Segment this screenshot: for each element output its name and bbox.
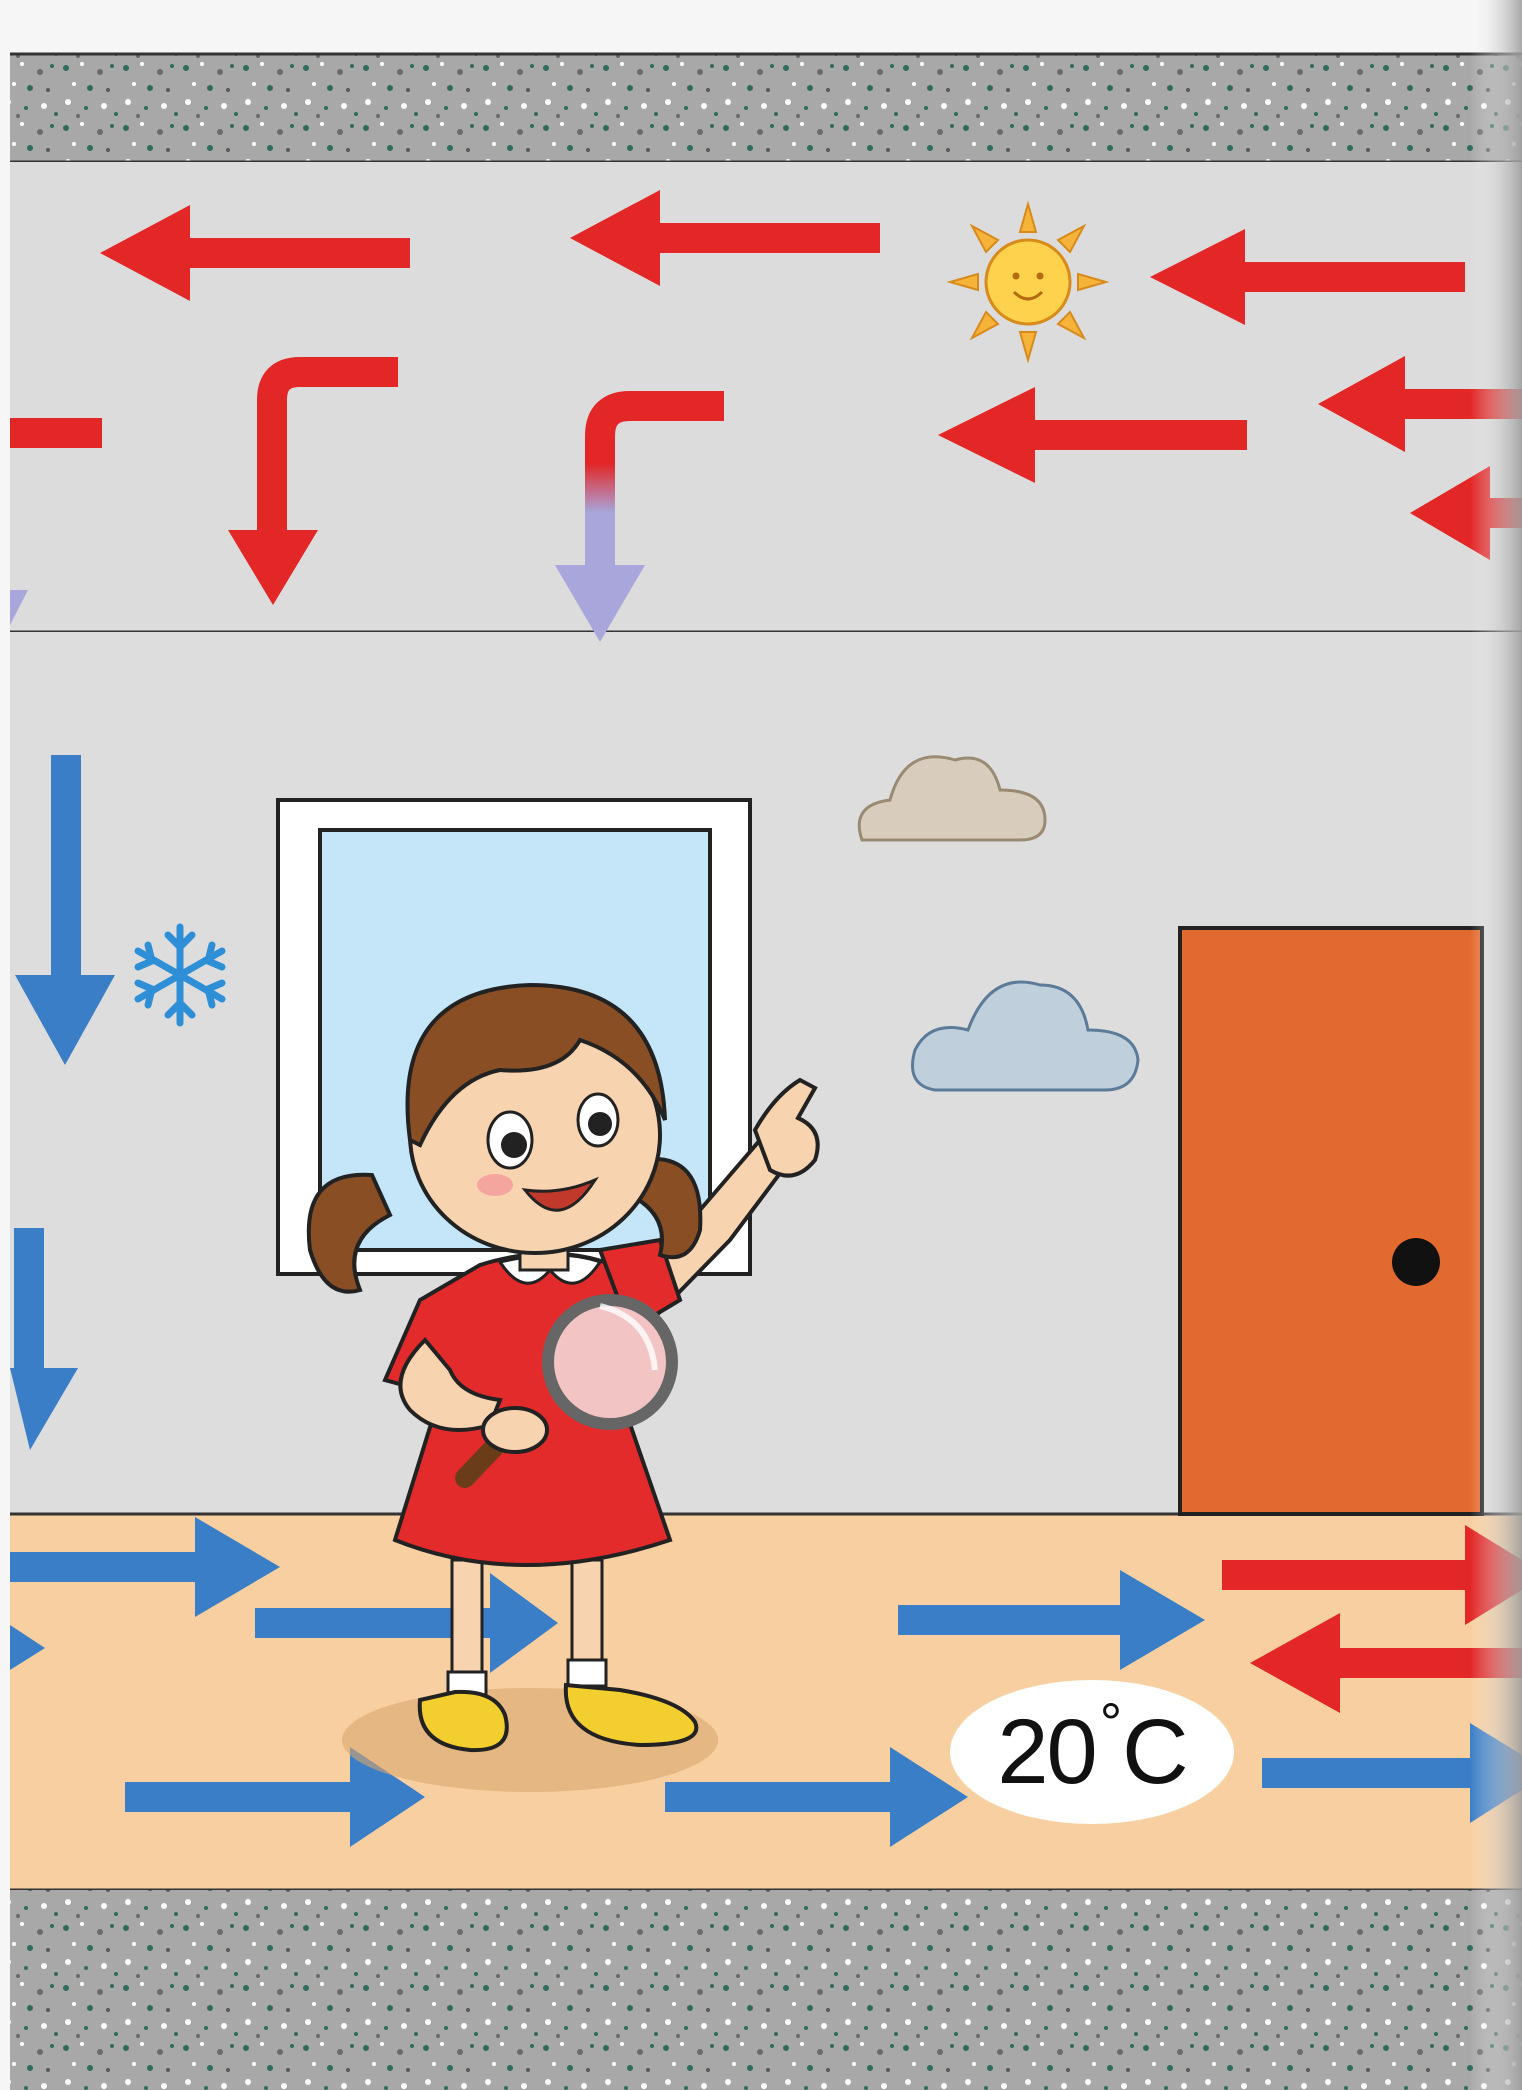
door-knob	[1392, 1238, 1440, 1286]
red-arrow-partial	[10, 418, 102, 448]
page-edge-shadow	[1470, 0, 1522, 2090]
sun-icon	[950, 204, 1106, 360]
temperature-unit: C	[1122, 1700, 1186, 1805]
temperature-label: 20°C	[950, 1680, 1234, 1824]
temperature-value: 20	[997, 1700, 1095, 1805]
granite-top-band	[10, 54, 1522, 162]
door	[1180, 928, 1482, 1514]
degree-symbol: °	[1100, 1690, 1120, 1755]
granite-bottom-band	[10, 1890, 1522, 2090]
